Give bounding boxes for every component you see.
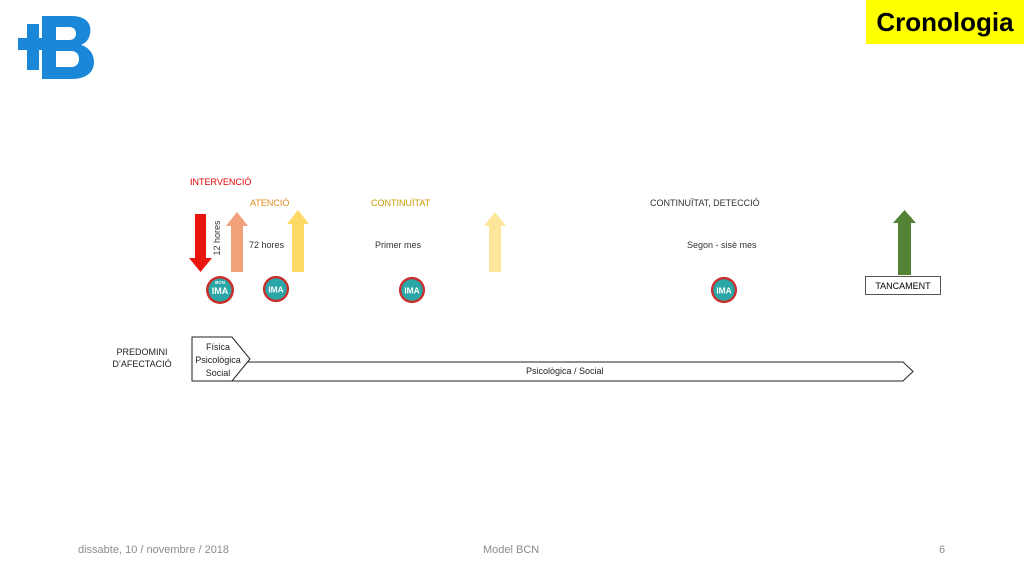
predomini-label: PREDOMINI D’AFECTACIÓ [96,346,188,370]
badge-text: IMA [404,286,419,296]
band-fisica-line2: Psicològica [195,355,241,365]
pale-yellow-up-arrow [484,212,506,272]
predomini-line2: D’AFECTACIÓ [112,359,172,369]
phase-label-atencio: ATENCIÓ [250,198,290,208]
ima-badge-icon: IMA [398,276,426,304]
band-fisica-line1: Física [205,342,230,352]
red-down-arrow [189,214,212,272]
label-12-hores: 12 hores [212,220,222,256]
phase-label-intervencio: INTERVENCIÓ [190,177,252,187]
tancament-box: TANCAMENT [865,276,941,295]
ima-badge-3: IMA [398,276,426,304]
ima-badge-1: BCN IMA [205,275,235,305]
phase-label-continuitat-deteccio: CONTINUÏTAT, DETECCIÓ [650,198,760,208]
badge-text: IMA [716,286,731,296]
ima-badge-4: IMA [710,276,738,304]
footer-center: Model BCN [483,544,540,556]
ima-badge-icon: IMA [262,275,290,303]
label-72-hores: 72 hores [249,240,285,250]
band-fisica [191,336,251,382]
page-title: Cronologia [866,0,1024,44]
badge-top-text: BCN [215,280,225,285]
footer-date: dissabte, 10 / novembre / 2018 [78,544,230,556]
yellow-up-arrow [287,210,309,272]
timeline-arrows [189,210,916,275]
salmon-up-arrow [226,212,248,272]
ima-badge-icon: BCN IMA [206,276,234,304]
ima-badge-2: IMA [262,275,290,303]
footer-page-number: 6 [939,544,946,556]
phase-label-continuitat: CONTINUÏTAT [371,198,431,208]
badge-text: IMA [212,286,229,296]
green-up-arrow [893,210,916,275]
band-psicologica-social-text: Psicològica / Social [526,366,604,376]
label-segon-sise-mes: Segon - sisè mes [687,240,757,250]
barcelona-logo [18,16,96,80]
band-fisica-line3: Social [205,368,231,378]
predomini-line1: PREDOMINI [116,347,168,357]
predomini-chevrons [191,336,914,382]
band-fisica-text: Física Psicològica Social [192,341,244,380]
ima-badge-icon: IMA [710,276,738,304]
label-primer-mes: Primer mes [375,240,422,250]
badge-text: IMA [268,285,283,295]
barcelona-b-logo-icon [18,16,94,79]
